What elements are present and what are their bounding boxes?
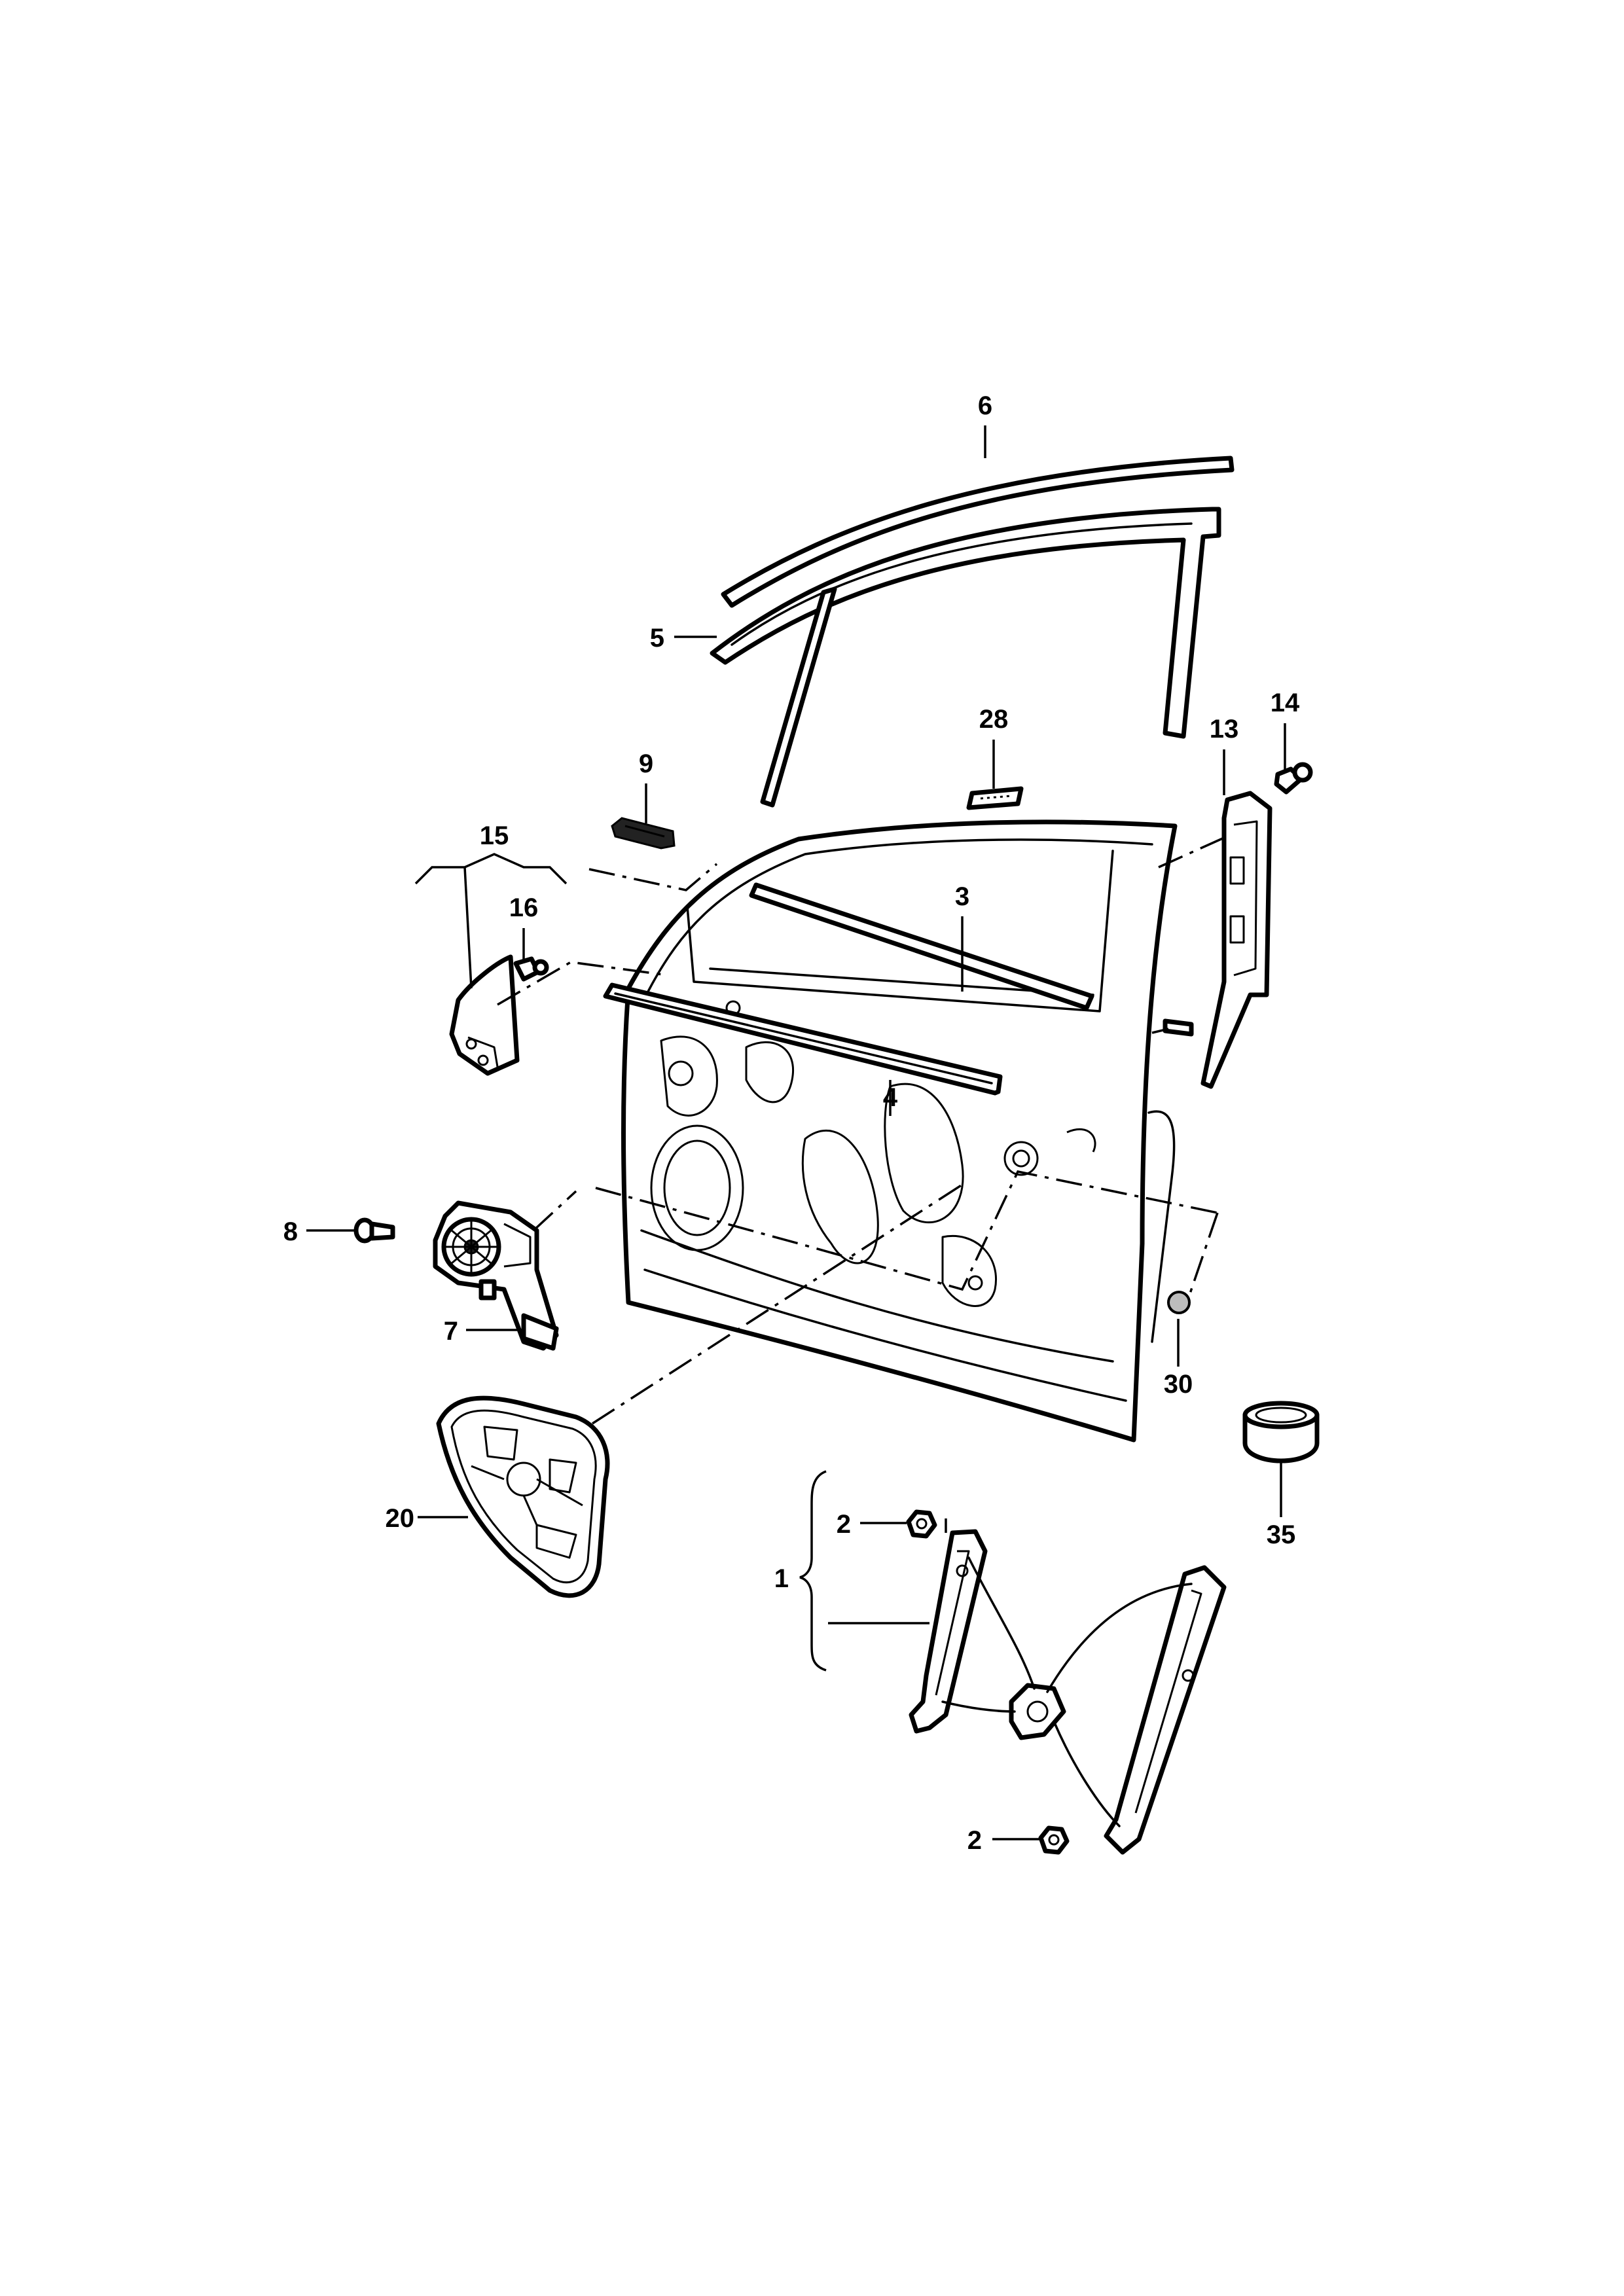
part-15-mirror-triangle[interactable] (449, 954, 520, 1076)
part-35-tape-roll[interactable] (1242, 1401, 1320, 1463)
part-1-window-regulator[interactable] (909, 1529, 1227, 1855)
part-3-inner-strip[interactable] (749, 882, 1094, 1011)
callout-16: 16 (509, 893, 539, 922)
door-shell (621, 819, 1178, 1443)
part-20-door-carrier[interactable] (436, 1395, 610, 1598)
callout-6: 6 (978, 391, 992, 420)
part-2-nut-lower[interactable] (1038, 1825, 1070, 1855)
part-14-clip[interactable] (1274, 762, 1313, 795)
part-8-screw[interactable] (353, 1217, 395, 1244)
part-5-window-channel[interactable] (710, 507, 1221, 808)
part-4-outer-strip[interactable] (603, 982, 1003, 1096)
part-30-plug[interactable] (1167, 1291, 1191, 1314)
callout-20: 20 (386, 1504, 415, 1533)
callout-8: 8 (283, 1217, 298, 1246)
callout-5: 5 (650, 624, 664, 653)
part-9-handle-insert[interactable] (611, 817, 676, 850)
callout-1: 1 (774, 1564, 789, 1593)
part-6-window-seal[interactable] (721, 456, 1235, 608)
callout-4: 4 (883, 1083, 898, 1112)
part-28-pad[interactable] (966, 786, 1024, 810)
callout-7: 7 (444, 1317, 458, 1346)
callout-9: 9 (639, 749, 653, 778)
part-13-rear-guide[interactable] (1163, 791, 1272, 1089)
part-2-nut-upper[interactable] (906, 1509, 937, 1539)
callout-14: 14 (1271, 689, 1300, 717)
callout-2-lower: 2 (967, 1826, 982, 1855)
part-16-clip[interactable] (513, 956, 549, 982)
part-7-window-motor[interactable] (433, 1200, 559, 1351)
callout-15: 15 (480, 821, 509, 850)
callout-28: 28 (979, 705, 1009, 734)
callout-3: 3 (955, 882, 969, 911)
callout-30: 30 (1164, 1370, 1193, 1399)
assembly-lines (497, 836, 1225, 1533)
leader-lines (306, 425, 1286, 1840)
callout-labels: 6 5 28 14 13 9 15 16 3 4 8 7 30 35 20 2 … (283, 391, 1300, 1855)
callout-2-upper: 2 (837, 1510, 851, 1539)
callout-13: 13 (1210, 715, 1239, 744)
callout-35: 35 (1267, 1520, 1296, 1549)
